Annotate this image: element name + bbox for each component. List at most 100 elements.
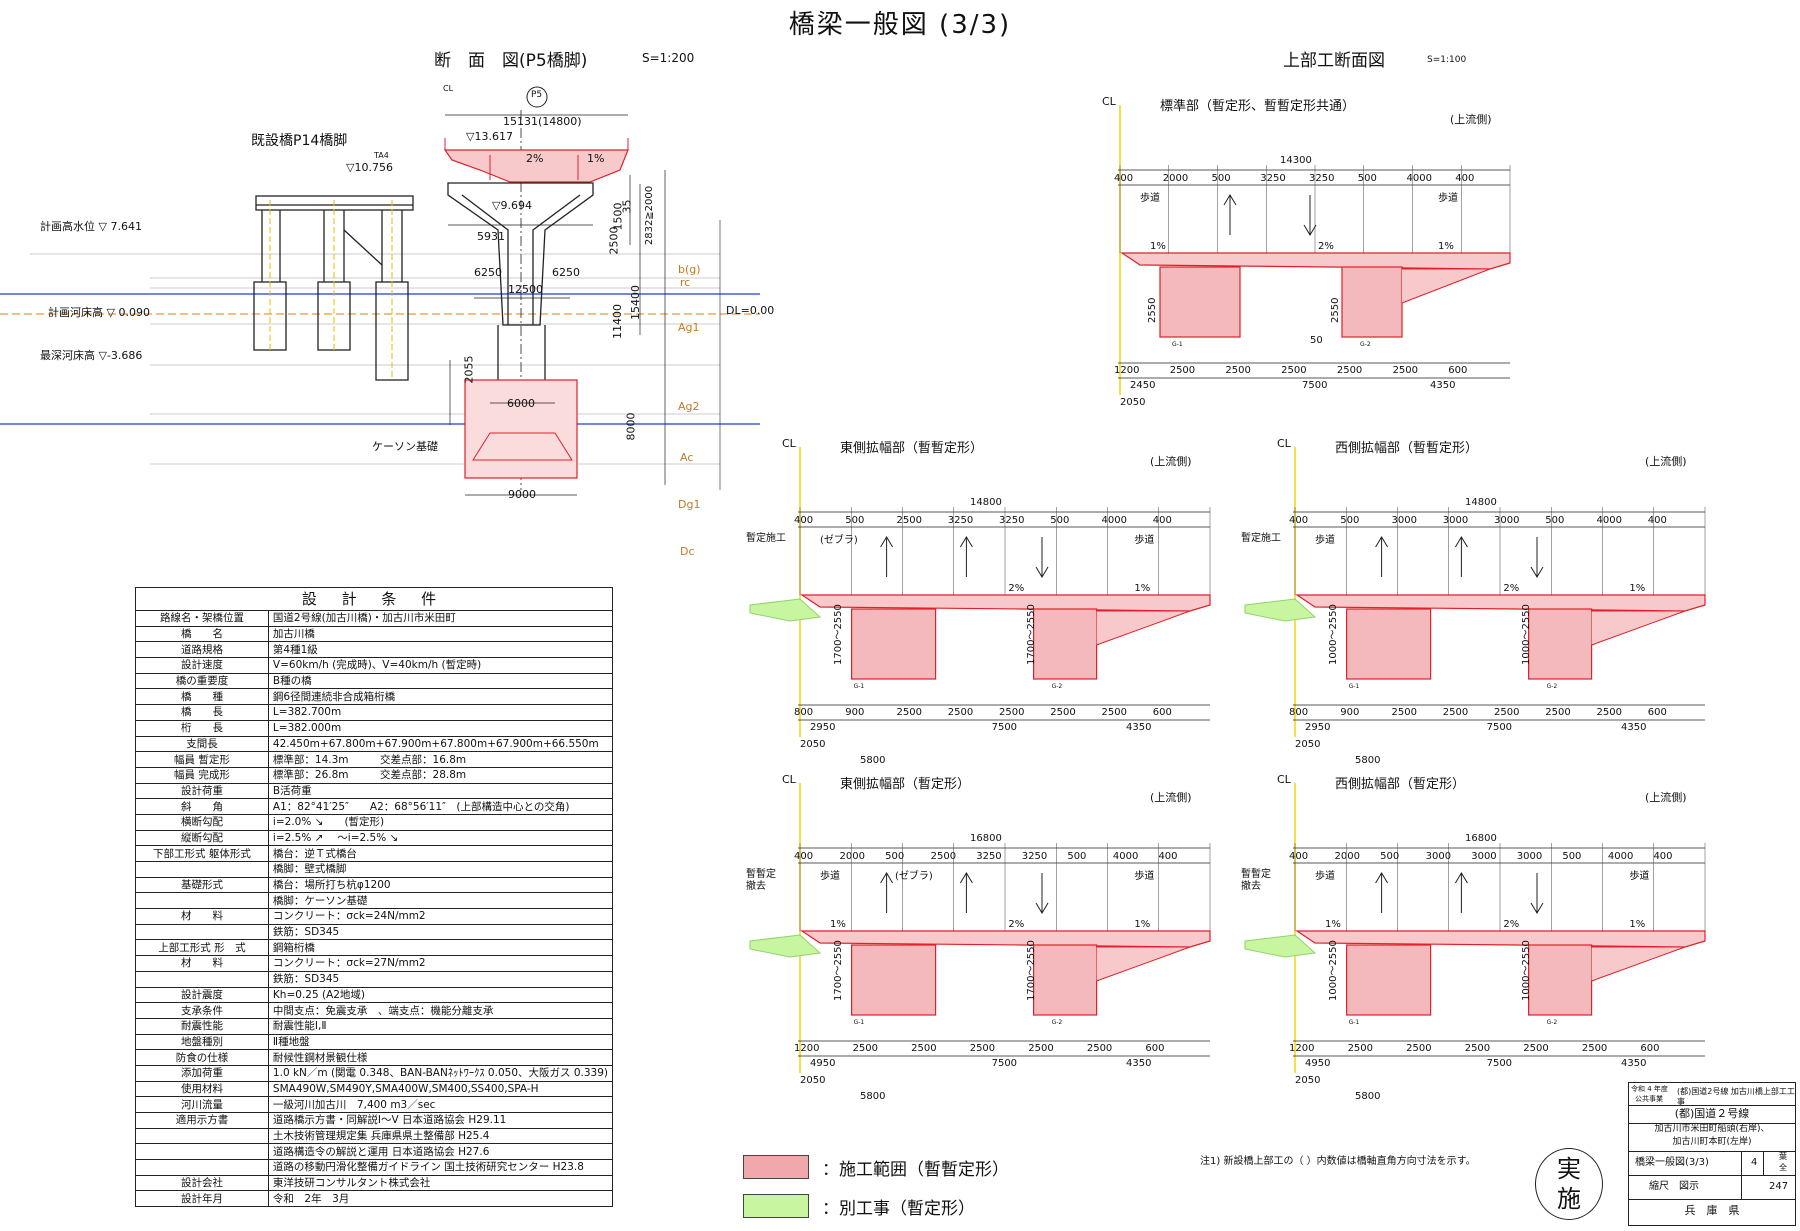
panel-cl: CL: [782, 773, 796, 786]
panel-side: (上流側): [1150, 455, 1192, 468]
bottom-dim-value: 1200: [1289, 1043, 1315, 1054]
slope-label: 1%: [830, 919, 846, 930]
girder-g2: [1341, 266, 1403, 338]
bottom-dim-value: 900: [1340, 707, 1360, 718]
section-title-right: 上部工断面図: [1283, 51, 1385, 71]
design-row-label: 橋 長: [135, 704, 269, 721]
design-row: 橋 種鋼6径間連続非合成箱桁橋: [135, 688, 614, 706]
design-row: 鉄筋：SD345: [135, 923, 614, 941]
lane-label: 歩道: [1629, 871, 1650, 882]
design-conditions-table: 設 計 条 件 路線名・架橋位置国道2号線(加古川橋)・加古川市米田町橋 名加古…: [135, 587, 614, 1208]
design-row-label: [135, 970, 269, 988]
section-title-left: 断 面 図(P5橋脚): [434, 51, 588, 71]
panel-cl: CL: [1277, 437, 1291, 450]
cantilever-bracket: [1096, 946, 1191, 982]
bottom-dim-value: 2500: [1086, 1043, 1113, 1054]
design-row-label: 添加荷重: [135, 1064, 269, 1082]
design-row-label: 橋 種: [135, 688, 269, 706]
panel-title: 標準部（暫定形、暫暫定形共通）: [1160, 99, 1356, 114]
design-row-value: 耐震性能Ⅰ,Ⅱ: [267, 1017, 614, 1035]
arrow-up-icon: [880, 536, 894, 577]
stamp-char-1: 実: [1557, 1155, 1581, 1183]
dim-9000: 9000: [508, 488, 536, 501]
cantilever-bracket: [1591, 610, 1686, 646]
sub-dim-value: 4950: [810, 1058, 836, 1069]
slope-label: 2%: [1008, 583, 1025, 594]
bottom-dim-value: 2500: [896, 707, 922, 718]
design-row-value: 令和 2年 3月: [267, 1190, 614, 1208]
sub-dim-value: 4350: [1126, 722, 1152, 733]
design-row: 道路規格第4種1級: [135, 641, 614, 659]
design-row-label: 設計年月: [135, 1190, 269, 1208]
lane-label: 歩道: [1315, 871, 1335, 882]
girder-height: 1700～2550: [832, 940, 844, 1001]
stratum-ag1: Ag1: [678, 321, 700, 334]
design-row-value: 鉄筋：SD345: [267, 923, 614, 941]
design-row-value: A1：82°41′25″ A2：68°56′11″ (上部構造中心との交角): [267, 798, 614, 815]
sub-dim-value: 4350: [1430, 380, 1456, 391]
top-dim-value: 3000: [1442, 515, 1469, 526]
extra-dim-value: 2050: [800, 1075, 826, 1086]
design-row-value: 加古川橋: [267, 625, 614, 643]
panel-total-dim: 14800: [970, 497, 1002, 508]
tb-location2: 加古川町本町(左岸): [1672, 1137, 1752, 1147]
girder-label: G-2: [1051, 1019, 1063, 1026]
bottom-dim-value: 2500: [1392, 365, 1419, 376]
top-dim-value: 3250: [999, 515, 1025, 526]
top-dim-value: 400: [1158, 851, 1178, 862]
design-row-label: [135, 861, 269, 878]
tb-scale: 縮尺 図示: [1649, 1181, 1699, 1192]
design-row-value: 橋台：場所打ち杭φ1200: [267, 876, 614, 894]
design-row-value: 鉄筋：SD345: [267, 970, 614, 988]
top-dim-value: 4000: [1607, 851, 1634, 862]
bottom-dim-value: 2500: [1581, 1043, 1608, 1054]
design-row: 材 料コンクリート：σck=24N/mm2: [135, 908, 614, 925]
girder-label: G-2: [1546, 1019, 1558, 1026]
top-dim-value: 4000: [1406, 173, 1432, 184]
panel-cl: CL: [1277, 773, 1291, 786]
sub-dim-value: 7500: [991, 722, 1018, 733]
bottom-dim-value: 800: [794, 707, 814, 718]
design-row: 上部工形式 形 式鋼箱桁橋: [135, 939, 614, 957]
design-row-value: 道路の移動円滑化整備ガイドライン 国土技術研究センター H23.8: [267, 1159, 614, 1176]
top-dim-value: 4000: [1101, 515, 1127, 526]
pier-tag-label: P5: [531, 90, 543, 100]
arrow-up-icon: [1375, 536, 1389, 577]
design-row-label: [135, 892, 269, 910]
tb-org: 兵 庫 県: [1684, 1204, 1740, 1217]
tb-location1: 加古川市米田町船頭(右岸)、: [1654, 1124, 1770, 1134]
arrow-down-icon: [1035, 537, 1049, 578]
slope-label: 1%: [1150, 241, 1166, 252]
dim-12500: 12500: [508, 283, 543, 296]
design-row-label: 基礎形式: [135, 876, 269, 894]
design-row-label: 使用材料: [135, 1080, 269, 1098]
extra-dim-value: 5800: [1355, 755, 1381, 766]
top-dim-value: 400: [794, 515, 814, 526]
legend-label-separate: ：別工事（暫定形）: [822, 1199, 975, 1219]
design-row-value: 道路構造令の解説と運用 日本道路協会 H27.6: [267, 1143, 614, 1161]
slope-label: 1%: [1629, 919, 1646, 930]
girder-g2: [1033, 608, 1098, 680]
dim-2500: 2500: [607, 226, 621, 255]
tb-total: 247: [1769, 1181, 1789, 1192]
panel-title: 東側拡幅部（暫暫定形）: [840, 441, 984, 456]
sub-dim-value: 7500: [1486, 722, 1513, 733]
bottom-dim-value: 2500: [1442, 707, 1469, 718]
girder-height: 1700～2550: [1025, 940, 1037, 1001]
design-row-label: 幅員 暫定形: [135, 751, 269, 768]
girder-label: G-1: [1348, 1019, 1360, 1026]
arrow-up-icon: [880, 872, 894, 913]
stratum-rc: rc: [680, 276, 691, 289]
bottom-dim-value: 800: [1289, 707, 1309, 718]
girder-label: G-2: [1360, 341, 1371, 348]
top-dim-value: 2000: [839, 851, 865, 862]
dim-11400: 11400: [611, 304, 624, 339]
design-row-label: 路線名・架橋位置: [135, 610, 269, 627]
slope-2: 2%: [526, 152, 544, 165]
arrow-down-icon: [1530, 873, 1544, 914]
design-row-label: 支承条件: [135, 1002, 269, 1019]
drawing-title: 橋梁一般図 (3/3): [788, 10, 1012, 40]
